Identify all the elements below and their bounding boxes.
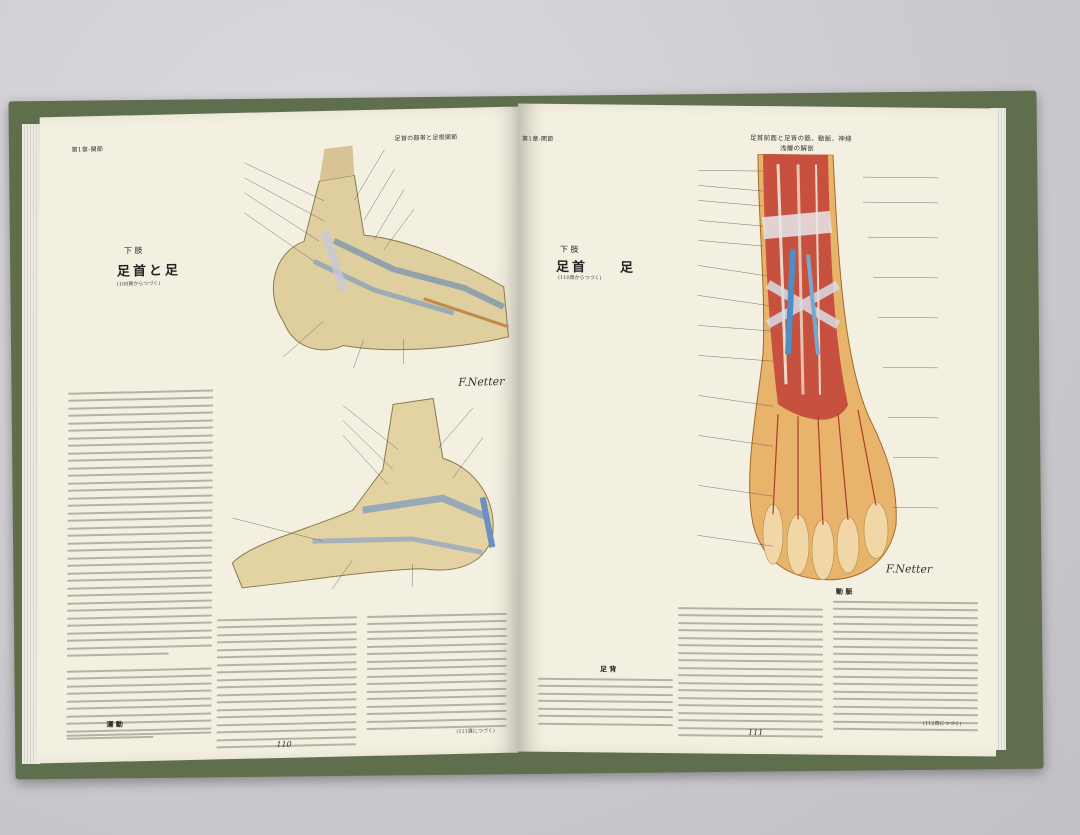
right-artist-signature: F.Netter — [886, 562, 933, 576]
right-plate-subtitle: 浅層の解剖 — [780, 144, 814, 153]
right-body-text-middle — [678, 601, 823, 738]
left-section-sub: (108頁からつづく) — [116, 280, 161, 288]
foot-label-leaders — [697, 170, 938, 547]
left-body-text-middle — [216, 610, 358, 749]
right-section-sub: (110頁からつづく) — [558, 274, 602, 282]
page-stack-left — [22, 124, 40, 764]
ankle-medial-illustration — [231, 397, 496, 589]
right-continued-note: (112頁につづく) — [923, 720, 962, 728]
right-body-text-left — [538, 672, 673, 726]
left-artist-signature: F.Netter — [458, 374, 505, 389]
left-running-header: 第1章-関節 — [71, 145, 104, 154]
left-continued-note: (111頁につづく) — [456, 728, 495, 735]
foot-dorsal-illustration — [749, 153, 897, 581]
left-section-title: 足首と足 — [116, 263, 181, 280]
right-running-header: 第1章-関節 — [522, 135, 554, 143]
right-page-number: 111 — [748, 727, 764, 738]
right-body-text-right — [833, 595, 978, 732]
left-body-text — [66, 383, 214, 740]
right-plate-title: 足首前面と足背の筋、動脈、神経 — [750, 133, 852, 143]
left-section-label: 下 肢 — [123, 246, 143, 256]
left-page: 第1章-関節 足首の靱帯と足根関節 下 肢 足首と足 (108頁からつづく) — [36, 106, 522, 764]
ankle-lateral-illustration — [244, 145, 510, 369]
left-body-text-right — [366, 607, 508, 731]
right-page: 第1章-関節 足首前面と足背の筋、動脈、神経 浅層の解剖 下 肢 足首 足 (1… — [518, 103, 996, 757]
left-page-number: 110 — [276, 739, 292, 750]
right-section-label: 下 肢 — [560, 244, 579, 255]
right-section-title: 足首 足 — [556, 259, 637, 276]
